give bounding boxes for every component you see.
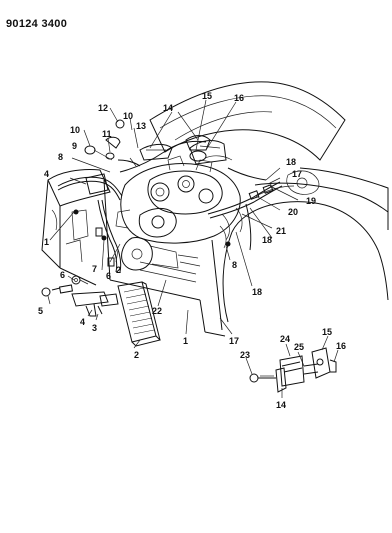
callout-15: 15	[202, 91, 212, 101]
callout-8: 8	[58, 152, 63, 162]
callout-5: 5	[38, 306, 43, 316]
document-code: 90124 3400	[6, 18, 68, 30]
callout-2: 2	[134, 350, 139, 360]
callout-15: 15	[322, 327, 332, 337]
callout-6: 6	[60, 270, 65, 280]
engine-assembly	[85, 140, 241, 271]
callout-4: 4	[80, 317, 85, 327]
callout-10: 10	[123, 111, 133, 121]
callout-18: 18	[262, 235, 272, 245]
callout-19: 19	[306, 196, 316, 206]
callout-18: 18	[286, 157, 296, 167]
callout-1: 1	[183, 336, 188, 346]
cowl-components	[84, 119, 211, 167]
callout-7: 7	[92, 264, 97, 274]
callout-6: 6	[106, 271, 111, 281]
callout-9: 9	[72, 141, 77, 151]
callout-23: 23	[240, 350, 250, 360]
callout-labels: 12 10 10 11 13 14 15 16 9 8 4 1 7 2 6 8 …	[38, 91, 346, 410]
callout-16: 16	[234, 93, 244, 103]
callout-14: 14	[276, 400, 286, 410]
callout-3: 3	[92, 323, 97, 333]
callout-10: 10	[70, 125, 80, 135]
leader-lines	[47, 99, 339, 398]
hood-switch-bracket-detail	[249, 347, 337, 393]
callout-16: 16	[336, 341, 346, 351]
callout-22: 22	[152, 306, 162, 316]
callout-12: 12	[98, 103, 108, 113]
front-end-structure	[41, 169, 226, 337]
ground-bracket-assembly	[41, 275, 119, 317]
callout-21: 21	[276, 226, 286, 236]
callout-18: 18	[252, 287, 262, 297]
callout-13: 13	[136, 121, 146, 131]
callout-11: 11	[102, 129, 112, 139]
wiring-harness	[57, 140, 295, 273]
callout-17: 17	[229, 336, 239, 346]
callout-1: 1	[44, 237, 49, 247]
fender-body	[222, 167, 389, 323]
callout-17: 17	[292, 169, 302, 179]
callout-8: 8	[232, 260, 237, 270]
callout-24: 24	[280, 334, 290, 344]
callout-4: 4	[44, 169, 49, 179]
callout-2: 2	[116, 265, 121, 275]
callout-20: 20	[288, 207, 298, 217]
hood	[149, 81, 346, 161]
control-module	[117, 281, 161, 347]
callout-25: 25	[294, 342, 304, 352]
callout-14: 14	[163, 103, 173, 113]
